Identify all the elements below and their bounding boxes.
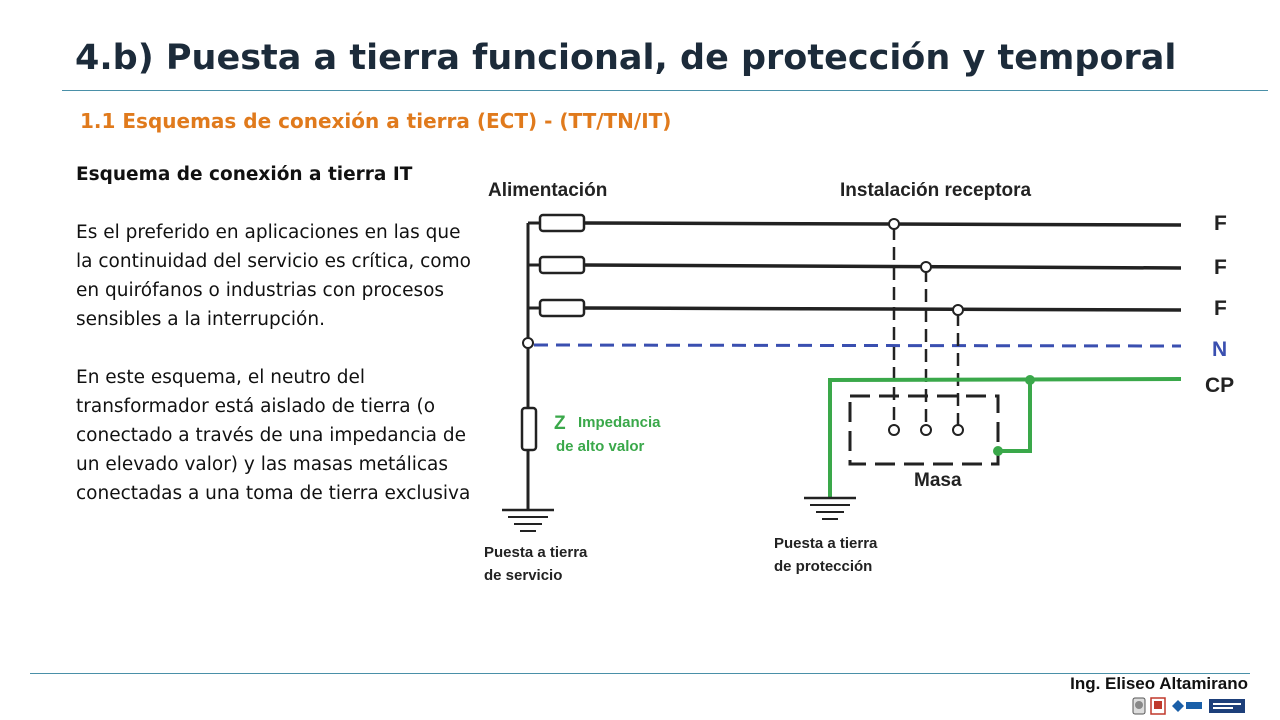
protection-ground-icon <box>804 496 856 520</box>
phase-conductor-1 <box>528 213 1182 233</box>
title-divider <box>62 90 1268 91</box>
nfpa-logo-icon <box>1150 697 1166 715</box>
impedance-z: Z <box>554 413 566 434</box>
conductor-label-1: F <box>1214 212 1227 235</box>
footer-divider <box>30 673 1250 674</box>
protection-ground-line2: de protección <box>774 558 872 575</box>
label-supply: Alimentación <box>488 180 607 201</box>
mass-label: Masa <box>914 470 962 491</box>
protection-ground-line1: Puesta a tierra <box>774 535 878 552</box>
tap-phase-1 <box>888 218 900 230</box>
service-ground-icon <box>502 508 554 532</box>
university-seal-icon <box>1132 697 1146 715</box>
ieee-logo-icon <box>1172 700 1202 712</box>
impedance-line2: de alto valor <box>556 438 645 455</box>
phase-conductor-3 <box>528 298 1182 318</box>
it-grounding-diagram: Alimentación Instalación receptora Z Imp… <box>484 180 1234 584</box>
slide-title: 4.b) Puesta a tierra funcional, de prote… <box>75 38 1177 78</box>
author-name: Ing. Eliseo Altamirano <box>1070 674 1248 693</box>
text-block: Esquema de conexión a tierra IT Es el pr… <box>76 160 471 508</box>
service-ground-line2: de servicio <box>484 567 562 584</box>
conductor-label-5: CP <box>1205 374 1234 397</box>
text-paragraph-2: En este esquema, el neutro del transform… <box>76 367 471 504</box>
text-paragraph-1: Es el preferido en aplicaciones en las q… <box>76 222 471 330</box>
conductor-label-4: N <box>1212 338 1227 361</box>
impedance-line1: Impedancia <box>578 414 661 431</box>
tap-phase-2 <box>920 261 932 273</box>
slide-subtitle: 1.1 Esquemas de conexión a tierra (ECT) … <box>80 109 672 133</box>
conductor-label-2: F <box>1214 256 1227 279</box>
service-ground-line1: Puesta a tierra <box>484 544 588 561</box>
neutral-junction <box>522 337 534 349</box>
protective-conductor <box>827 375 1182 498</box>
text-heading: Esquema de conexión a tierra IT <box>76 164 413 185</box>
mass-enclosure <box>848 394 1000 466</box>
impedance-symbol <box>520 406 538 452</box>
neutral-conductor <box>533 343 1182 348</box>
phase-conductor-2 <box>528 255 1182 275</box>
tap-phase-3 <box>952 304 964 316</box>
label-installation: Instalación receptora <box>840 180 1032 201</box>
conductor-label-3: F <box>1214 297 1227 320</box>
pmi-logo-icon <box>1209 699 1245 713</box>
